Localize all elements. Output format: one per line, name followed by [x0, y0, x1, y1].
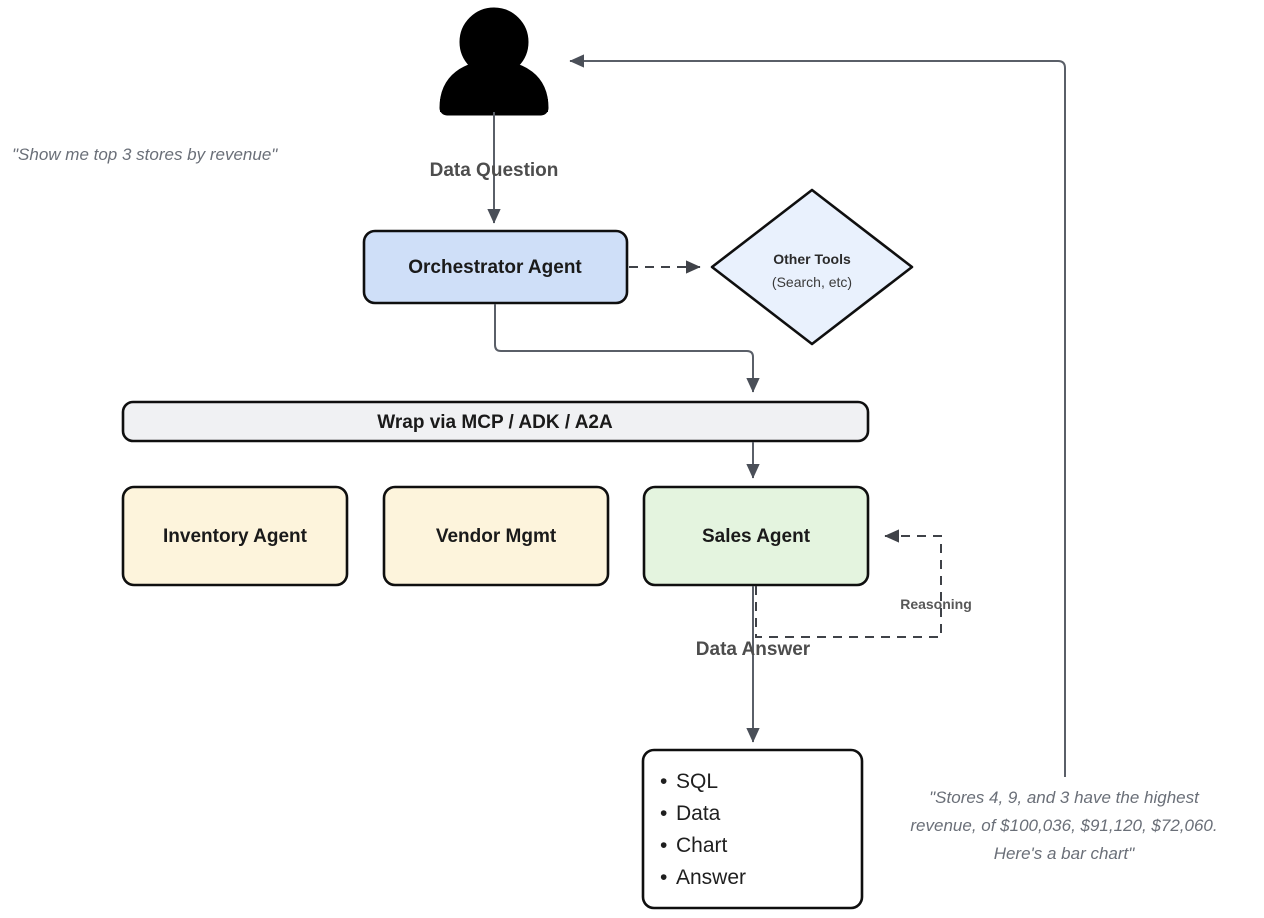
edge-sales-agent-reasoning-loop — [755, 529, 942, 638]
sales-agent-label: Sales Agent — [702, 526, 811, 547]
output-item-label: SQL — [676, 770, 718, 793]
edge-label-reasoning: Reasoning — [900, 596, 972, 612]
sales-agent-box[interactable] — [642, 485, 870, 587]
list-item: • Answer — [660, 866, 746, 889]
edge-output-to-user-feedback — [569, 54, 1066, 777]
inventory-agent-label: Inventory Agent — [163, 526, 308, 547]
bullet-icon: • — [660, 866, 667, 889]
annotation-answer-quote: "Stores 4, 9, and 3 have the highest rev… — [910, 788, 1217, 863]
edge-label-data-question: Data Question — [430, 160, 559, 181]
vendor-mgmt-label: Vendor Mgmt — [436, 526, 557, 547]
output-item-label: Answer — [676, 866, 746, 889]
node-inventory-agent[interactable]: Inventory Agent — [121, 485, 349, 587]
inventory-agent-box[interactable] — [121, 485, 349, 587]
node-output-box[interactable]: • SQL • Data • Chart • Answer — [641, 748, 864, 910]
list-item: • SQL — [660, 770, 718, 793]
node-vendor-mgmt[interactable]: Vendor Mgmt — [382, 485, 610, 587]
edge-orchestrator-to-wrap — [494, 304, 760, 393]
node-wrap-bar[interactable]: Wrap via MCP / ADK / A2A — [121, 400, 870, 443]
vendor-mgmt-box[interactable] — [382, 485, 610, 587]
bullet-icon: • — [660, 770, 667, 793]
other-tools-diamond[interactable] — [710, 188, 914, 346]
node-sales-agent[interactable]: Sales Agent — [642, 485, 870, 587]
node-other-tools[interactable]: Other Tools (Search, etc) — [710, 188, 914, 346]
other-tools-label: Other Tools — [773, 251, 851, 267]
bullet-icon: • — [660, 802, 667, 825]
bullet-icon: • — [660, 834, 667, 857]
person-icon — [439, 7, 549, 116]
output-box[interactable] — [641, 748, 864, 910]
wrap-bar-label: Wrap via MCP / ADK / A2A — [377, 412, 613, 433]
annotation-answer-line-3: Here's a bar chart" — [994, 844, 1136, 863]
other-tools-sublabel: (Search, etc) — [772, 274, 852, 290]
annotation-answer-line-1: "Stores 4, 9, and 3 have the highest — [929, 788, 1200, 807]
output-item-label: Chart — [676, 834, 728, 857]
output-item-label: Data — [676, 802, 721, 825]
orchestrator-agent-box[interactable] — [362, 229, 629, 305]
list-item: • Data — [660, 802, 721, 825]
annotation-answer-line-2: revenue, of $100,036, $91,120, $72,060. — [910, 816, 1217, 835]
node-orchestrator-agent[interactable]: Orchestrator Agent — [362, 229, 629, 305]
list-item: • Chart — [660, 834, 728, 857]
annotation-question-quote: "Show me top 3 stores by revenue" — [12, 145, 278, 164]
edge-label-data-answer: Data Answer — [696, 639, 811, 660]
wrap-bar-box[interactable] — [121, 400, 870, 443]
orchestrator-agent-label: Orchestrator Agent — [408, 257, 582, 278]
